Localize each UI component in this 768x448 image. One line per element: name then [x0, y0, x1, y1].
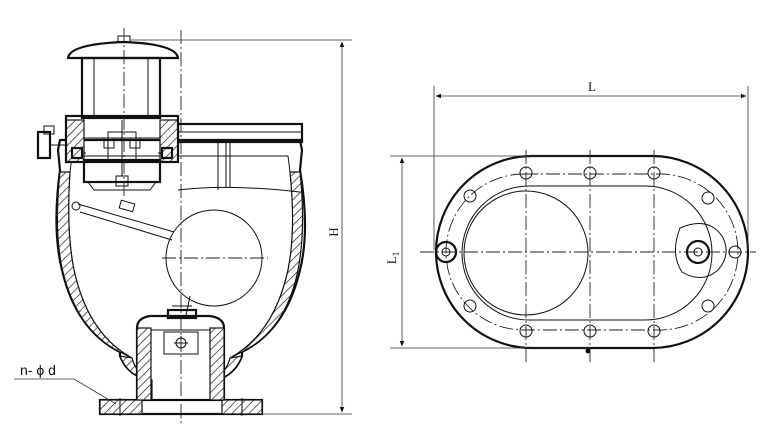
small-boss — [675, 223, 727, 278]
vent-cap — [66, 35, 180, 120]
width-label-main: L — [384, 256, 399, 264]
marker-dot — [585, 348, 591, 354]
height-dimension: H — [130, 39, 352, 415]
bolt-hole-label: n- ϕ d — [20, 362, 56, 378]
inner-seat-column — [135, 295, 226, 401]
main-bore — [463, 190, 589, 316]
length-label: L — [588, 79, 596, 94]
length-dimension: L — [433, 79, 749, 250]
height-label: H — [326, 227, 341, 236]
plan-view: L L1 — [384, 79, 756, 362]
exhaust-chamber — [36, 114, 180, 191]
width-dimension: L1 — [384, 155, 590, 349]
top-cover — [176, 122, 304, 193]
float-lever — [71, 199, 175, 241]
width-label: L1 — [384, 252, 401, 264]
oval-flange-inner — [461, 185, 713, 321]
bolt-hole-callout: n- ϕ d — [14, 362, 117, 405]
width-label-subscript: 1 — [391, 252, 401, 257]
side-section-view: H n- ϕ d — [14, 28, 352, 426]
